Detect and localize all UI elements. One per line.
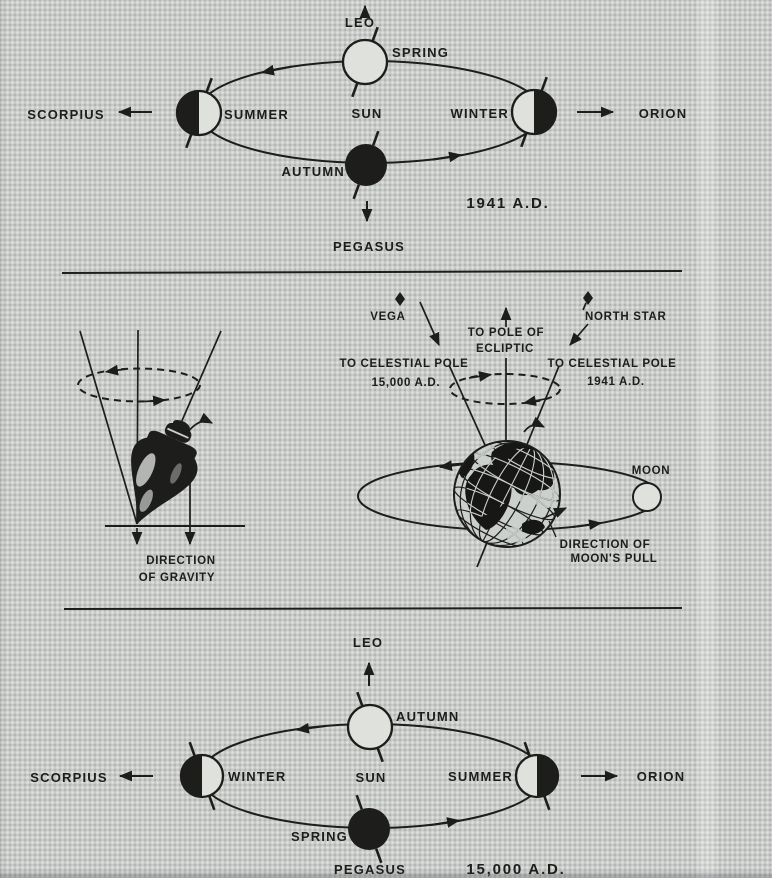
- label-spring-15000: SPRING: [291, 829, 348, 844]
- label-pegasus-15000: PEGASUS: [334, 862, 406, 877]
- axis-tick: [188, 741, 197, 757]
- axis-tick: [542, 795, 551, 811]
- vega-star-icon: [395, 292, 405, 306]
- axis-tick: [376, 747, 384, 763]
- globe-outline: [453, 440, 561, 548]
- label-sun-15000: SUN: [355, 770, 386, 785]
- label-celestial-pole-future-1: TO CELESTIAL POLE: [339, 358, 468, 370]
- earth-precession-figure: VEGA NORTH STAR TO POLE OF ECLIPTIC TO C…: [339, 291, 676, 568]
- label-autumn-1941: AUTUMN: [281, 164, 345, 179]
- axis-tick: [205, 77, 213, 93]
- axis-tick: [540, 76, 548, 92]
- label-celestial-pole-now-2: 1941 A.D.: [587, 376, 645, 388]
- north-star-icon: [583, 291, 593, 305]
- label-autumn-15000: AUTUMN: [396, 709, 460, 724]
- cone-line-left: [79, 330, 138, 525]
- label-summer-1941: SUMMER: [224, 107, 289, 122]
- label-celestial-pole-now-1: TO CELESTIAL POLE: [547, 358, 676, 370]
- axis-tick: [371, 130, 380, 146]
- spinning-top-figure: DIRECTION OF GRAVITY: [77, 329, 245, 584]
- label-pegasus-1941: PEGASUS: [333, 239, 405, 254]
- earth-autumn-15000: [346, 703, 394, 751]
- highlight: [170, 463, 182, 484]
- moons-pull-arrow: [541, 507, 568, 520]
- orbit-direction-arrow-top-1941: [260, 64, 293, 76]
- axis-tick: [185, 133, 193, 149]
- earth-spin-arrow: [523, 416, 546, 433]
- precession-circle-top: [77, 367, 201, 403]
- north-star-tail: [582, 302, 587, 311]
- earth-summer-night-side: [177, 91, 199, 135]
- axis-tick: [523, 741, 532, 757]
- earth-autumn-1941: [345, 144, 387, 186]
- divider-top: [61, 270, 683, 274]
- earth-winter-night-side: [534, 90, 556, 134]
- earth-spring-15000: [348, 808, 390, 850]
- label-summer-15000: SUMMER: [448, 769, 513, 784]
- label-sun-1941: SUN: [351, 106, 382, 121]
- orbit-direction-arrow-bottom-15000: [430, 817, 461, 828]
- label-winter-15000: WINTER: [228, 769, 286, 784]
- label-pole-of-ecliptic-1: TO POLE OF: [468, 327, 544, 339]
- axis-tick: [356, 691, 364, 707]
- spin-arrow-top: [187, 412, 214, 433]
- vega-pointer-arrow: [419, 301, 440, 347]
- label-gravity-2: OF GRAVITY: [139, 572, 215, 584]
- label-leo-15000: LEO: [353, 635, 383, 650]
- precession-arrow-earth-top: [468, 371, 493, 382]
- orbit-direction-arrow-top-15000: [295, 722, 327, 734]
- moon: [632, 482, 662, 512]
- axis-tick: [371, 26, 379, 42]
- earth-spring-1941: [341, 38, 389, 86]
- precession-arrow-left: [104, 364, 127, 376]
- label-winter-1941: WINTER: [451, 106, 509, 121]
- label-leo-1941: LEO: [345, 15, 375, 30]
- orbit-diagram-1941: LEO SPRING SCORPIUS SUMMER SUN WINTER OR…: [27, 4, 688, 254]
- earth-globe: [454, 441, 560, 547]
- precession-circle-earth: [449, 373, 561, 405]
- label-moon: MOON: [632, 465, 671, 477]
- moons-pull-leader: [548, 520, 557, 538]
- divider-bottom: [63, 607, 683, 610]
- orbit-diagram-15000: LEO AUTUMN SCORPIUS WINTER SUN SUMMER OR…: [30, 635, 686, 878]
- axis-tick: [352, 184, 361, 200]
- label-celestial-pole-future-2: 15,000 A.D.: [372, 377, 441, 389]
- label-north-star: NORTH STAR: [585, 311, 667, 323]
- label-moons-pull-1: DIRECTION OF: [560, 539, 651, 551]
- label-scorpius-1941: SCORPIUS: [27, 107, 105, 122]
- north-star-pointer-arrow: [569, 323, 589, 346]
- label-spring-1941: SPRING: [392, 45, 449, 60]
- axis-tick: [355, 794, 364, 810]
- label-orion-1941: ORION: [639, 106, 688, 121]
- label-orion-15000: ORION: [637, 769, 686, 784]
- axis-tick: [520, 132, 528, 148]
- label-vega: VEGA: [370, 311, 405, 323]
- highlight: [139, 489, 153, 512]
- precession-arrow-earth-bottom: [522, 395, 548, 407]
- moon-orbit-arrow-right: [572, 519, 603, 531]
- highlight: [136, 453, 156, 487]
- axis-tick: [374, 848, 383, 864]
- orbit-direction-arrow-bottom-1941: [432, 151, 463, 163]
- top-body: [131, 420, 198, 524]
- earth-winter-night-side: [181, 755, 202, 797]
- label-pole-of-ecliptic-2: ECLIPTIC: [476, 343, 534, 355]
- label-gravity-1: DIRECTION: [146, 555, 216, 567]
- era-label-15000: 15,000 A.D.: [466, 861, 565, 878]
- era-label-1941: 1941 A.D.: [466, 195, 549, 212]
- precession-arrow-right: [144, 395, 167, 407]
- label-moons-pull-2: MOON'S PULL: [570, 553, 657, 565]
- label-scorpius-15000: SCORPIUS: [30, 770, 108, 785]
- earth-summer-night-side: [537, 755, 558, 797]
- axis-tick: [351, 82, 359, 98]
- axis-tick: [207, 795, 216, 811]
